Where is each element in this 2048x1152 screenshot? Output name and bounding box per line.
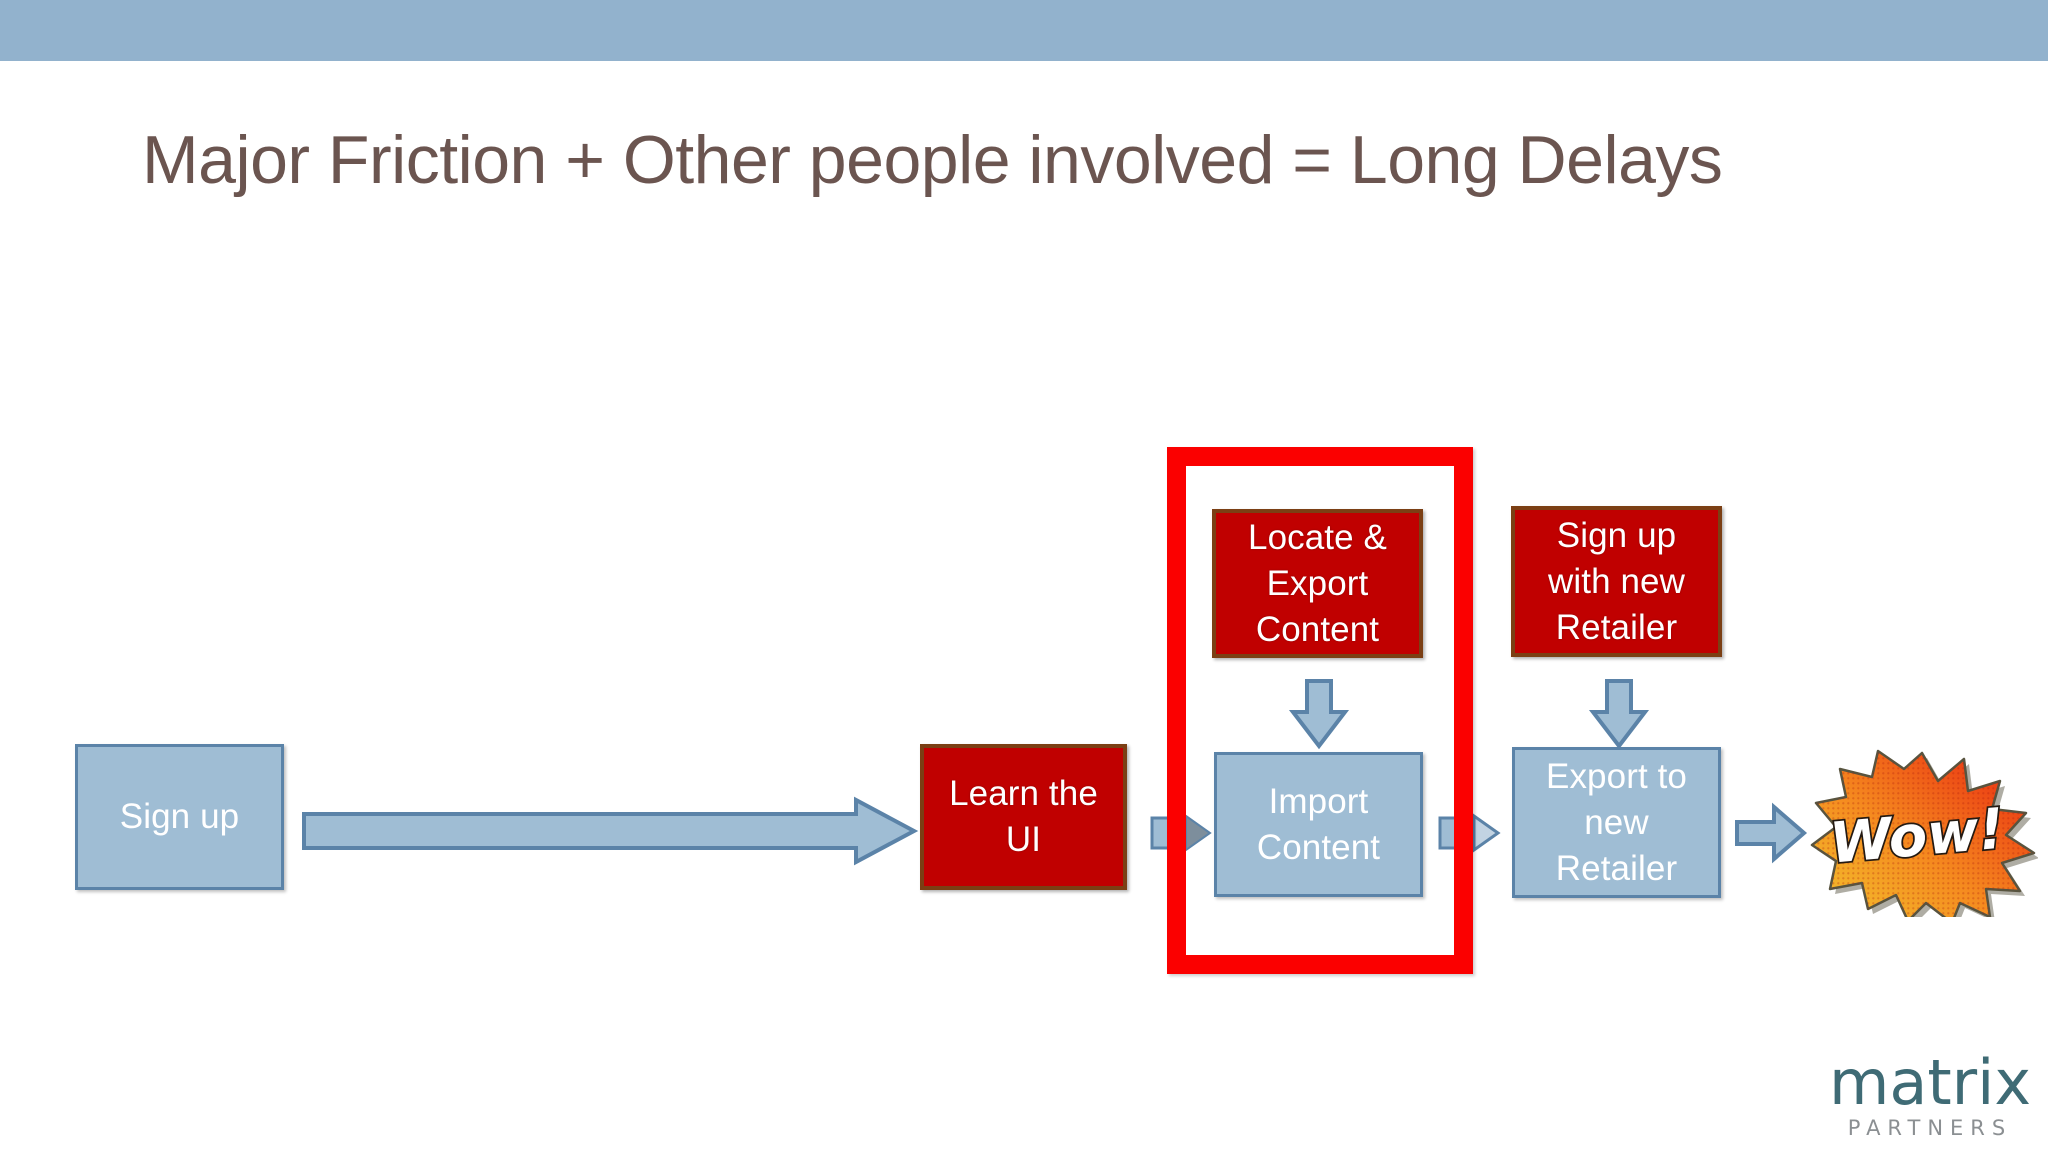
flow-box-import-content[interactable]: Import Content bbox=[1214, 752, 1423, 897]
flow-box-label: Export to new Retailer bbox=[1546, 756, 1687, 888]
flow-box-export-to-new-retailer[interactable]: Export to new Retailer bbox=[1512, 747, 1721, 898]
arrow-export-to-wow bbox=[1735, 802, 1808, 864]
long-arrow-signup-to-learn bbox=[302, 796, 919, 866]
logo-tagline: PARTNERS bbox=[1847, 1116, 2013, 1140]
flow-box-label: Import Content bbox=[1256, 781, 1381, 867]
flow-box-label: Sign up bbox=[119, 797, 240, 836]
flow-box-label: Sign up with new Retailer bbox=[1548, 515, 1685, 647]
flow-box-label: Learn the UI bbox=[949, 774, 1098, 859]
logo-wordmark: matrix bbox=[1828, 1046, 2032, 1119]
flow-box-sign-up[interactable]: Sign up bbox=[75, 744, 284, 890]
page-title: Major Friction + Other people involved =… bbox=[142, 122, 1723, 198]
flow-box-sign-up-with-new-retailer[interactable]: Sign up with new Retailer bbox=[1511, 506, 1722, 657]
flow-box-learn-the-ui[interactable]: Learn the UI bbox=[920, 744, 1127, 890]
starburst-halftone bbox=[1812, 751, 2034, 923]
wow-text: Wow! bbox=[1827, 797, 2006, 877]
header-band bbox=[0, 0, 2048, 61]
matrix-partners-logo: matrix PARTNERS bbox=[1822, 1052, 2038, 1139]
arrow-signup-to-export bbox=[1588, 679, 1650, 750]
arrow-locate-to-import bbox=[1288, 679, 1350, 750]
wow-starburst: Wow! bbox=[1808, 742, 2039, 928]
flow-box-label: Locate & Export Content bbox=[1248, 517, 1387, 649]
friction-highlight-frame bbox=[1167, 447, 1473, 974]
flow-box-locate-and-export-content[interactable]: Locate & Export Content bbox=[1212, 509, 1423, 658]
